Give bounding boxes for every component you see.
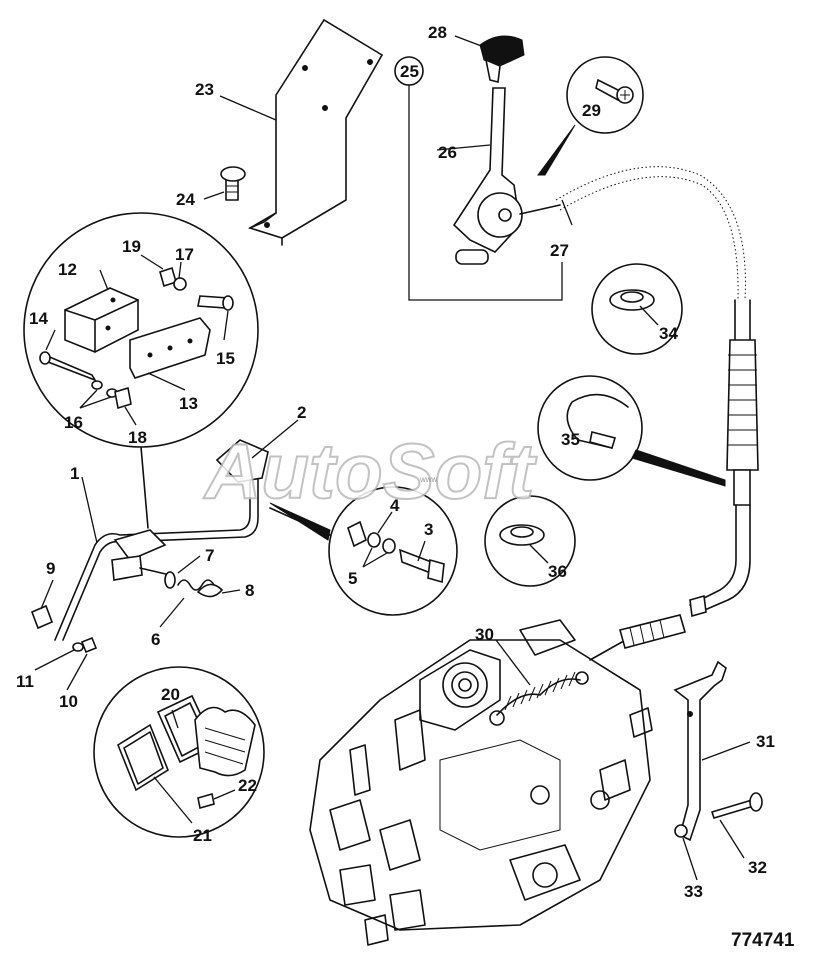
- callout-32: 32: [748, 858, 767, 877]
- callout-10: 10: [59, 692, 78, 711]
- callout-4: 4: [390, 496, 400, 515]
- callout-9: 9: [46, 559, 55, 578]
- callout-7: 7: [205, 546, 214, 565]
- detail-circle-36: [484, 495, 576, 587]
- callout-36: 36: [548, 562, 567, 581]
- washer-11: [72, 642, 84, 652]
- callout-26: 26: [438, 143, 457, 162]
- callout-18: 18: [128, 428, 147, 447]
- fuel-injection-pump: [309, 619, 653, 946]
- return-spring-30: [489, 671, 589, 726]
- callout-5: 5: [348, 569, 357, 588]
- detail-circle-3-5: [269, 486, 458, 616]
- clip-8: [196, 583, 224, 598]
- washer-7: [164, 571, 176, 589]
- callout-2: 2: [297, 403, 306, 422]
- callout-17: 17: [175, 245, 194, 264]
- callout-14: 14: [29, 309, 48, 328]
- callout-35: 35: [561, 430, 580, 449]
- bracket-31: [673, 660, 727, 842]
- callout-22: 22: [238, 776, 257, 795]
- callout-3: 3: [424, 520, 433, 539]
- callout-24: 24: [176, 190, 195, 209]
- pedal-pad-2: [215, 439, 269, 483]
- callout-6: 6: [151, 630, 160, 649]
- detail-circle-34: [591, 263, 683, 355]
- nut-10: [80, 636, 98, 654]
- callout-21: 21: [193, 826, 212, 845]
- callout-20: 20: [161, 685, 180, 704]
- watermark-small-text: www: [419, 475, 438, 484]
- callout-15: 15: [216, 349, 235, 368]
- drawing-number: 774741: [731, 930, 795, 951]
- bracket-23: [248, 18, 384, 246]
- linkage-rod-1: [54, 469, 259, 641]
- callout-12: 12: [58, 260, 77, 279]
- callout-1: 1: [70, 464, 79, 483]
- callout-25: 25: [400, 62, 419, 81]
- callout-13: 13: [179, 394, 198, 413]
- bolt-32: [710, 792, 763, 819]
- throttle-lever-26: [452, 87, 561, 265]
- cable-27: [555, 166, 759, 661]
- detail-circle-29: [537, 56, 644, 176]
- callout-34: 34: [659, 324, 678, 343]
- knob-28: [479, 35, 525, 83]
- watermark: AutoSoft www: [202, 426, 538, 516]
- callout-19: 19: [122, 237, 141, 256]
- callout-8: 8: [245, 581, 254, 600]
- watermark-text: AutoSoft: [203, 427, 537, 515]
- callout-27: 27: [550, 241, 569, 260]
- callout-33: 33: [684, 882, 703, 901]
- screw-24: [220, 166, 246, 201]
- callout-labels: 1 2 3 4 5 6 7 8 9 10 11 12 13 14 15 16 1…: [16, 23, 795, 951]
- detail-circle-12-19: [23, 212, 259, 529]
- assembly-25-bracket: [394, 56, 563, 301]
- callout-23: 23: [195, 80, 214, 99]
- callout-11: 11: [16, 672, 34, 691]
- bolt-9: [30, 604, 54, 630]
- callout-28: 28: [428, 23, 447, 42]
- callout-16: 16: [64, 413, 83, 432]
- callout-31: 31: [756, 732, 775, 751]
- detail-circle-20-22: [93, 666, 265, 838]
- detail-circle-35: [537, 375, 726, 487]
- callout-29: 29: [582, 101, 601, 120]
- spring-6: [177, 579, 215, 591]
- leader-lines: [34, 35, 751, 881]
- callout-30: 30: [475, 625, 494, 644]
